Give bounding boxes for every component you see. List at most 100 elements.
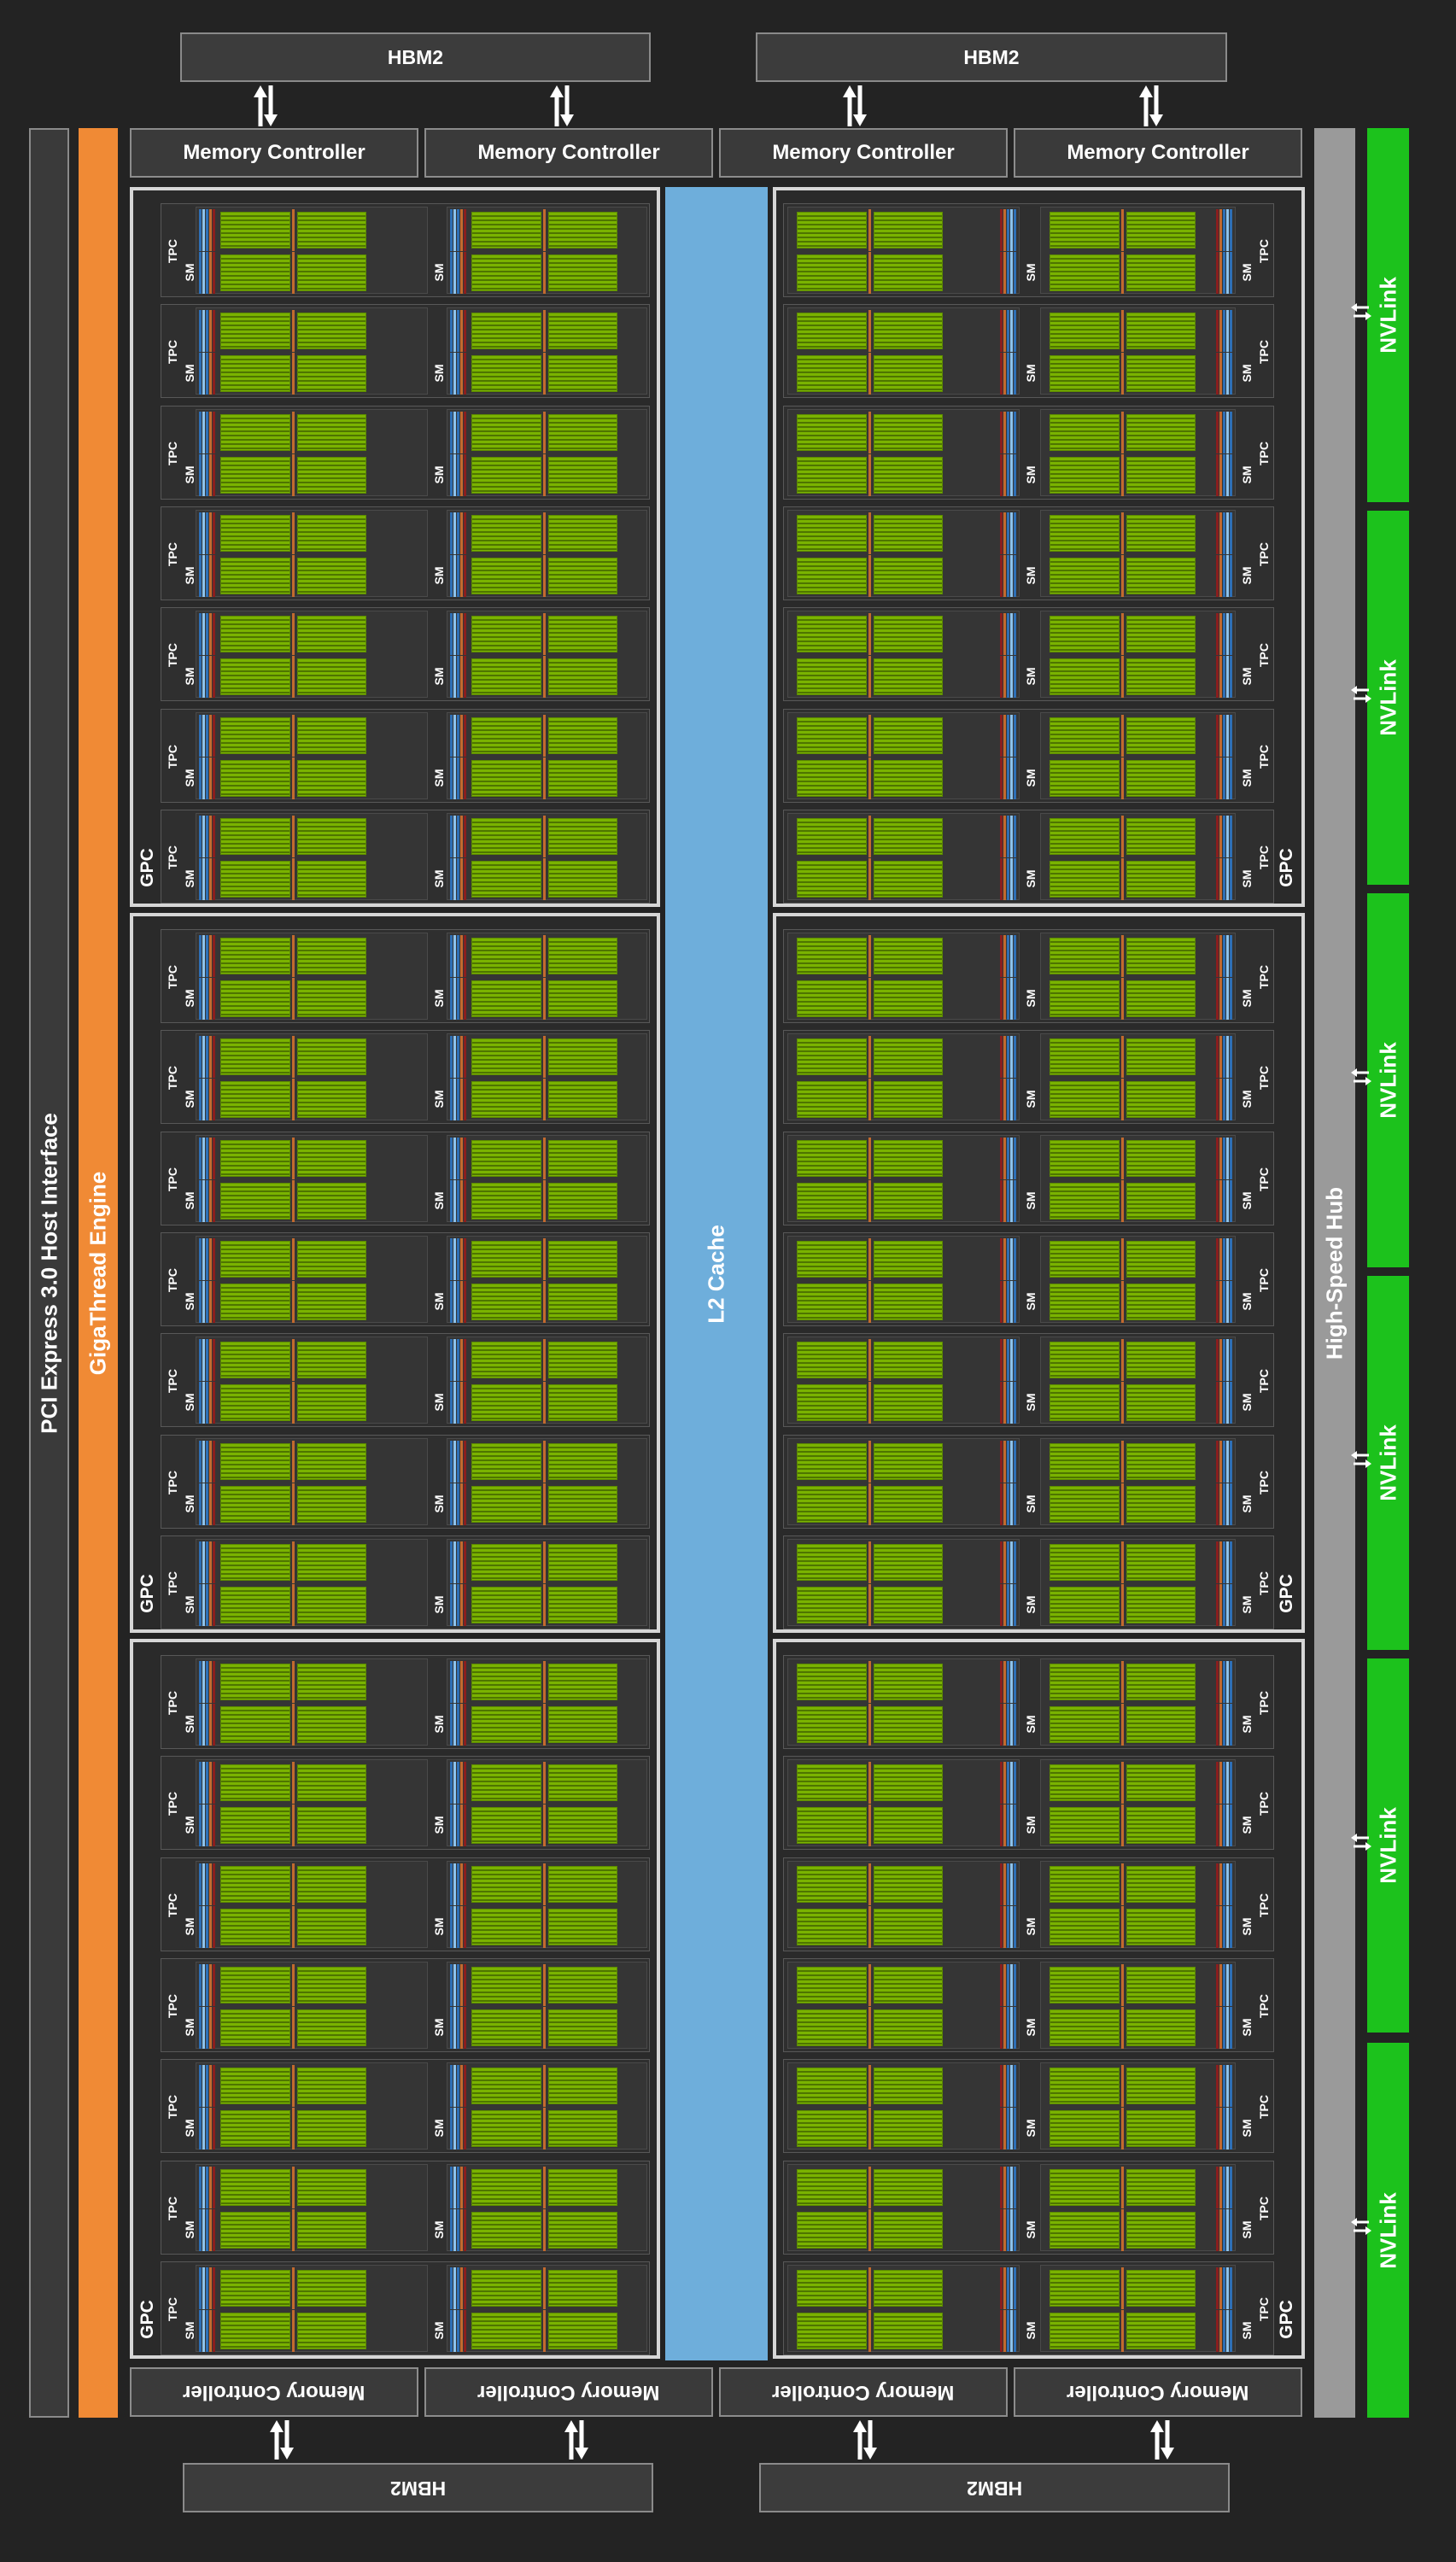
gpc-label-box: GPC [1276, 2294, 1298, 2345]
register-file-stripe [1003, 2267, 1006, 2309]
cuda-cores [296, 1706, 367, 1743]
cuda-cores [547, 759, 618, 797]
register-file-stripe [1003, 1805, 1006, 1847]
nvlink-2: NVLink [1367, 511, 1409, 885]
register-file-stripe [460, 2108, 463, 2150]
register-file-stripe [1230, 757, 1232, 799]
sm-processing-block [788, 1704, 1019, 1746]
register-file-stripe [1007, 1704, 1009, 1746]
sm-processing-block [1041, 757, 1235, 799]
register-file-stripe [1230, 2267, 1232, 2309]
register-file-stripe [1226, 2108, 1229, 2150]
register-file-stripe [1007, 2166, 1009, 2208]
register-file-stripe [1223, 656, 1225, 699]
tpc-label: TPC [1257, 340, 1271, 365]
sm-processing-block [196, 978, 427, 1020]
sm-label: SM [1024, 2321, 1038, 2340]
register-file-stripe [1014, 815, 1016, 857]
sm-label: SM [183, 769, 196, 787]
register-file-stripe [1014, 453, 1016, 496]
sm-processing-block [1041, 1863, 1235, 1905]
cuda-cores [547, 2312, 618, 2349]
register-file-stripe [1003, 1339, 1006, 1382]
cuda-cores [296, 717, 367, 754]
cuda-cores [873, 1442, 944, 1480]
sm-processing-block [447, 978, 646, 1020]
sm-processing-block [1041, 1036, 1235, 1079]
register-file-stripe [1216, 2166, 1219, 2208]
tpc-label: TPC [166, 2296, 179, 2321]
sm-label: SM [183, 989, 196, 1008]
register-file-stripe [209, 1036, 212, 1079]
register-file-stripe [1000, 411, 1003, 453]
rotated-label-box: SM [1237, 1588, 1256, 1622]
cuda-cores [797, 658, 867, 696]
cuda-cores [1126, 1807, 1196, 1845]
sm-label: SM [432, 2018, 446, 2037]
cuda-cores [1126, 2110, 1196, 2148]
sm-unit [787, 1961, 1020, 2049]
sm-unit [787, 307, 1020, 395]
sm-unit [196, 1437, 428, 1525]
register-file-stripe [1226, 1805, 1229, 1847]
cuda-cores [797, 2110, 867, 2148]
sm-unit [1040, 933, 1236, 1020]
cuda-cores [797, 1664, 867, 1700]
register-file-stripe [213, 512, 215, 554]
register-file-stripe [1010, 935, 1013, 977]
register-file-stripe [453, 453, 456, 496]
tpc-label: TPC [1257, 541, 1271, 566]
register-file-stripe [1230, 1905, 1232, 1948]
register-file-stripe [1000, 353, 1003, 395]
sm-unit [787, 1235, 1020, 1323]
register-file-stripe [457, 2006, 459, 2049]
rotated-label-box: SM [1021, 1808, 1040, 1842]
register-file-stripe [453, 2309, 456, 2352]
tpc-label: TPC [1257, 1066, 1271, 1091]
sm-label: SM [432, 1494, 446, 1512]
register-file-stripe [206, 1661, 208, 1703]
cuda-cores [220, 514, 290, 552]
cuda-cores [1126, 1182, 1196, 1220]
register-file-stripe [457, 1762, 459, 1805]
sm-label: SM [183, 364, 196, 383]
register-file-stripe [1007, 1863, 1009, 1905]
cuda-cores [220, 254, 290, 291]
sm-unit [447, 1235, 647, 1323]
register-file-stripe [464, 815, 466, 857]
register-file-stripe [1010, 2208, 1013, 2251]
sm-processing-block [788, 1036, 1019, 1079]
register-file-stripe [202, 1704, 205, 1746]
register-file-stripe [1230, 1963, 1232, 2006]
cuda-cores [1050, 1706, 1120, 1743]
sm-label: SM [1024, 869, 1038, 888]
sm-processing-block [1041, 2267, 1235, 2309]
register-file-stripe [1000, 1583, 1003, 1626]
register-file-stripe [209, 411, 212, 453]
l2-cache: L2 Cache [665, 187, 768, 2360]
register-file-stripe [453, 1963, 456, 2006]
register-file-stripe [460, 1863, 463, 1905]
sm-unit [196, 207, 428, 294]
register-file-stripe [1230, 1179, 1232, 1222]
register-file-stripe [1230, 1762, 1232, 1805]
cuda-cores [547, 1342, 618, 1379]
register-file-stripe [1219, 1704, 1222, 1746]
sm-unit [196, 2163, 428, 2251]
register-file-stripe [1216, 1079, 1219, 1121]
l2-cache-label: L2 Cache [703, 1224, 729, 1324]
register-file-stripe [202, 757, 205, 799]
register-file-stripe [1226, 2006, 1229, 2049]
sm-unit [447, 509, 647, 597]
sm-processing-block [1041, 1805, 1235, 1847]
register-file-stripe [460, 1036, 463, 1079]
sm-label: SM [1024, 769, 1038, 787]
cuda-cores [1126, 355, 1196, 393]
pcie-label: PCI Express 3.0 Host Interface [36, 1112, 61, 1434]
